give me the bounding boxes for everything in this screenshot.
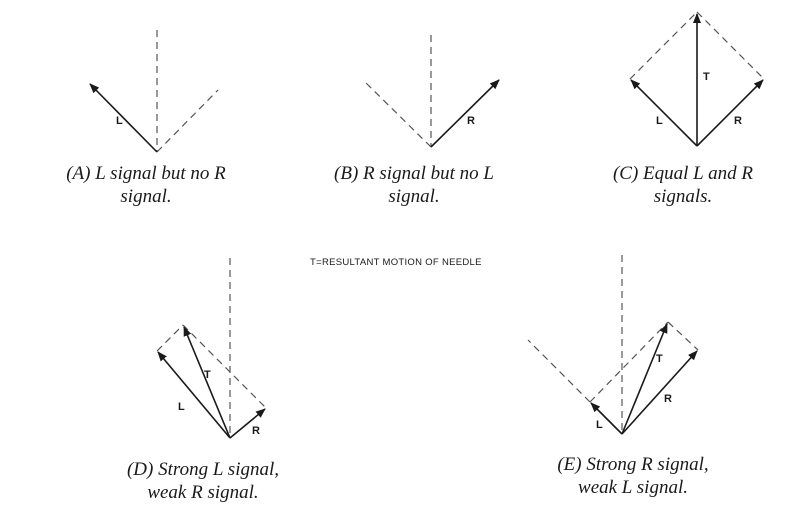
panel-e-l-label: L <box>596 419 603 431</box>
panel-d-dash-left <box>156 324 184 352</box>
panel-c: L R T <box>629 11 765 147</box>
panel-c-dash-left <box>629 11 698 80</box>
caption-c-line2: signals. <box>653 186 713 207</box>
caption-c-line1: (C) Equal L and R <box>612 163 754 184</box>
panel-a-l-vector <box>89 83 158 153</box>
panel-e-r-vector <box>621 350 698 435</box>
legend-text: T=RESULTANT MOTION OF NEEDLE <box>310 257 482 268</box>
panel-a-r-axis <box>156 89 219 153</box>
panel-e-r-label: R <box>664 393 672 405</box>
panel-e: L R T <box>527 255 699 435</box>
caption-c: (C) Equal L and R signals. <box>564 162 802 208</box>
panel-b-r-vector <box>430 79 500 148</box>
caption-e-line2: weak L signal. <box>578 477 688 498</box>
panel-c-l-vector <box>630 79 698 147</box>
panel-e-t-vector <box>621 323 668 435</box>
caption-b-line1: (B) R signal but no L <box>334 163 494 184</box>
caption-e-line1: (E) Strong R signal, <box>557 454 709 475</box>
panel-a-l-label: L <box>116 115 123 127</box>
caption-a-line1: (A) L signal but no R <box>66 163 226 184</box>
panel-d-l-vector <box>157 351 231 439</box>
panel-d-t-vector <box>183 326 231 439</box>
panel-c-r-label: R <box>734 115 742 127</box>
caption-e: (E) Strong R signal, weak L signal. <box>500 453 766 499</box>
panel-b-l-axis <box>362 79 432 148</box>
caption-a-line2: signal. <box>120 186 172 207</box>
caption-b-line2: signal. <box>388 186 440 207</box>
panel-d-l-label: L <box>178 401 185 413</box>
panel-b-r-label: R <box>467 115 475 127</box>
panel-e-dash-left <box>527 339 591 403</box>
caption-d-line2: weak R signal. <box>147 482 259 503</box>
panel-b: R <box>362 35 500 148</box>
caption-a: (A) L signal but no R signal. <box>0 162 292 208</box>
caption-d-line1: (D) Strong L signal, <box>126 459 280 480</box>
panel-d: L R T <box>156 258 267 439</box>
panel-c-r-vector <box>696 79 764 147</box>
panel-d-r-label: R <box>252 425 260 437</box>
panel-c-t-label: T <box>703 71 710 83</box>
panel-e-t-label: T <box>656 353 663 365</box>
panel-d-t-label: T <box>204 369 211 381</box>
panel-d-r-vector <box>229 408 266 439</box>
caption-d: (D) Strong L signal, weak R signal. <box>68 458 338 504</box>
panel-c-dash-right <box>696 11 765 80</box>
panel-e-l-vector <box>590 402 623 435</box>
panel-c-l-label: L <box>656 115 663 127</box>
panel-a: L <box>89 30 219 153</box>
panel-e-dash-right <box>667 321 699 351</box>
panel-d-dash-top <box>182 324 267 409</box>
caption-b: (B) R signal but no L signal. <box>278 162 550 208</box>
panel-e-dash-top <box>589 321 669 403</box>
